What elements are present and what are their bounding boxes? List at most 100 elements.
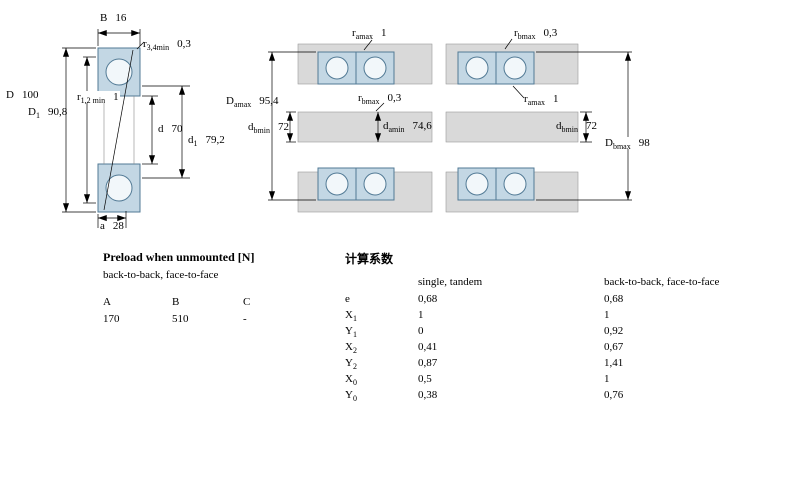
factor-value-pair: 1 bbox=[604, 373, 610, 385]
shaft-band-middle bbox=[445, 111, 579, 143]
right-mounting-drawing bbox=[445, 38, 632, 213]
factor-value-pair: 0,67 bbox=[604, 341, 624, 353]
preload-value-C: - bbox=[243, 313, 247, 325]
dim-value: 1 bbox=[381, 27, 387, 39]
preload-title: Preload when unmounted [N] bbox=[103, 250, 255, 264]
dim-symbol: d bbox=[188, 134, 194, 146]
dim-value: 72 bbox=[585, 120, 597, 132]
dimension-lines bbox=[62, 29, 190, 228]
dim-value: 0,3 bbox=[177, 38, 191, 50]
dim-value: 79,2 bbox=[205, 134, 225, 146]
bearing-ball-top bbox=[105, 58, 133, 86]
bearing-ball bbox=[363, 56, 387, 80]
dim-value: 100 bbox=[21, 89, 39, 101]
factors-col-back-to-back: back-to-back, face-to-face bbox=[604, 276, 720, 288]
preload-subtitle: back-to-back, face-to-face bbox=[103, 269, 219, 281]
bearing-ball bbox=[363, 172, 387, 196]
dim-symbol: D bbox=[226, 95, 234, 107]
dim-value: 95,4 bbox=[259, 95, 279, 107]
preload-value-A: 170 bbox=[103, 313, 120, 325]
bearing-ball bbox=[465, 172, 489, 196]
factor-row-Y2: Y2 0,87 1,41 bbox=[345, 355, 785, 371]
factor-symbol: Y0 bbox=[345, 389, 357, 404]
dim-symbol: D bbox=[28, 106, 36, 118]
dim-symbol: d bbox=[248, 121, 254, 133]
dim-symbol: B bbox=[100, 12, 108, 24]
factor-value-pair: 1 bbox=[604, 309, 610, 321]
dim-symbol: r bbox=[352, 27, 356, 39]
factors-header-row: single, tandem back-to-back, face-to-fac… bbox=[345, 276, 785, 288]
preload-grid: A B C 170 510 - bbox=[103, 296, 338, 325]
dim-symbol: d bbox=[383, 120, 389, 132]
dimension-lines bbox=[268, 39, 385, 201]
bearing-pair-bottom bbox=[457, 167, 535, 201]
factor-row-Y0: Y0 0,38 0,76 bbox=[345, 387, 785, 403]
factor-value-single: 0,68 bbox=[418, 293, 438, 305]
dim-value: 0,3 bbox=[543, 27, 558, 39]
bearing-ball bbox=[325, 56, 349, 80]
factor-row-X1: X1 1 1 bbox=[345, 307, 785, 323]
factor-value-pair: 0,92 bbox=[604, 325, 624, 337]
middle-mounting-drawing bbox=[268, 39, 433, 213]
factor-value-single: 0,5 bbox=[418, 373, 432, 385]
contact-angle-line bbox=[103, 49, 134, 211]
dim-value: 16 bbox=[115, 12, 127, 24]
factor-value-pair: 1,41 bbox=[604, 357, 624, 369]
preload-col-header-C: C bbox=[243, 296, 251, 308]
bearing-drawings bbox=[62, 29, 632, 228]
dim-symbol: r bbox=[143, 38, 147, 50]
factor-symbol: X1 bbox=[345, 309, 357, 324]
dim-symbol: d bbox=[158, 123, 164, 135]
factor-symbol: Y2 bbox=[345, 357, 357, 372]
factor-symbol: Y1 bbox=[345, 325, 357, 340]
factor-value-pair: 0,76 bbox=[604, 389, 624, 401]
factor-value-single: 0,38 bbox=[418, 389, 438, 401]
dim-label-d: d 70 bbox=[158, 123, 183, 135]
dim-value: 0,3 bbox=[387, 92, 402, 104]
dim-symbol: r bbox=[514, 27, 518, 39]
dim-symbol: a bbox=[100, 220, 105, 232]
dim-value: 28 bbox=[112, 220, 124, 232]
dim-value: 70 bbox=[171, 123, 183, 135]
bearing-pair-top bbox=[457, 51, 535, 85]
bearing-ball bbox=[503, 172, 527, 196]
factor-row-X2: X2 0,41 0,67 bbox=[345, 339, 785, 355]
dim-value: 1 bbox=[553, 93, 559, 105]
factor-row-e: e 0,68 0,68 bbox=[345, 291, 785, 307]
factor-row-X0: X0 0,5 1 bbox=[345, 371, 785, 387]
bore-extension-lines bbox=[103, 96, 135, 164]
factor-symbol: e bbox=[345, 293, 350, 305]
preload-table: Preload when unmounted [N] back-to-back,… bbox=[103, 250, 338, 325]
dimension-lines bbox=[504, 38, 632, 201]
dim-symbol: r bbox=[77, 91, 81, 103]
preload-col-header-A: A bbox=[103, 296, 111, 308]
factors-rows: e 0,68 0,68 X1 1 1 Y1 0 0,92 X2 0,41 0,6… bbox=[345, 291, 785, 403]
bearing-pair-bottom bbox=[317, 167, 395, 201]
factor-value-single: 1 bbox=[418, 309, 424, 321]
factor-row-Y1: Y1 0 0,92 bbox=[345, 323, 785, 339]
dim-value: 1 bbox=[113, 91, 119, 103]
preload-value-B: 510 bbox=[172, 313, 189, 325]
factor-value-pair: 0,68 bbox=[604, 293, 624, 305]
bearing-ball-bottom bbox=[105, 174, 133, 202]
factor-symbol: X0 bbox=[345, 373, 357, 388]
left-cross-section-drawing bbox=[62, 29, 190, 228]
dim-symbol: r bbox=[524, 93, 528, 105]
dim-label-B: B 16 bbox=[100, 12, 126, 24]
shaft-band-middle bbox=[297, 111, 433, 143]
factor-value-single: 0 bbox=[418, 325, 424, 337]
bearing-pair-top bbox=[317, 51, 395, 85]
calculation-factors-table: 计算系数 single, tandem back-to-back, face-t… bbox=[345, 250, 785, 403]
factors-col-single-tandem: single, tandem bbox=[418, 276, 483, 288]
dim-value: 90,8 bbox=[47, 106, 68, 118]
